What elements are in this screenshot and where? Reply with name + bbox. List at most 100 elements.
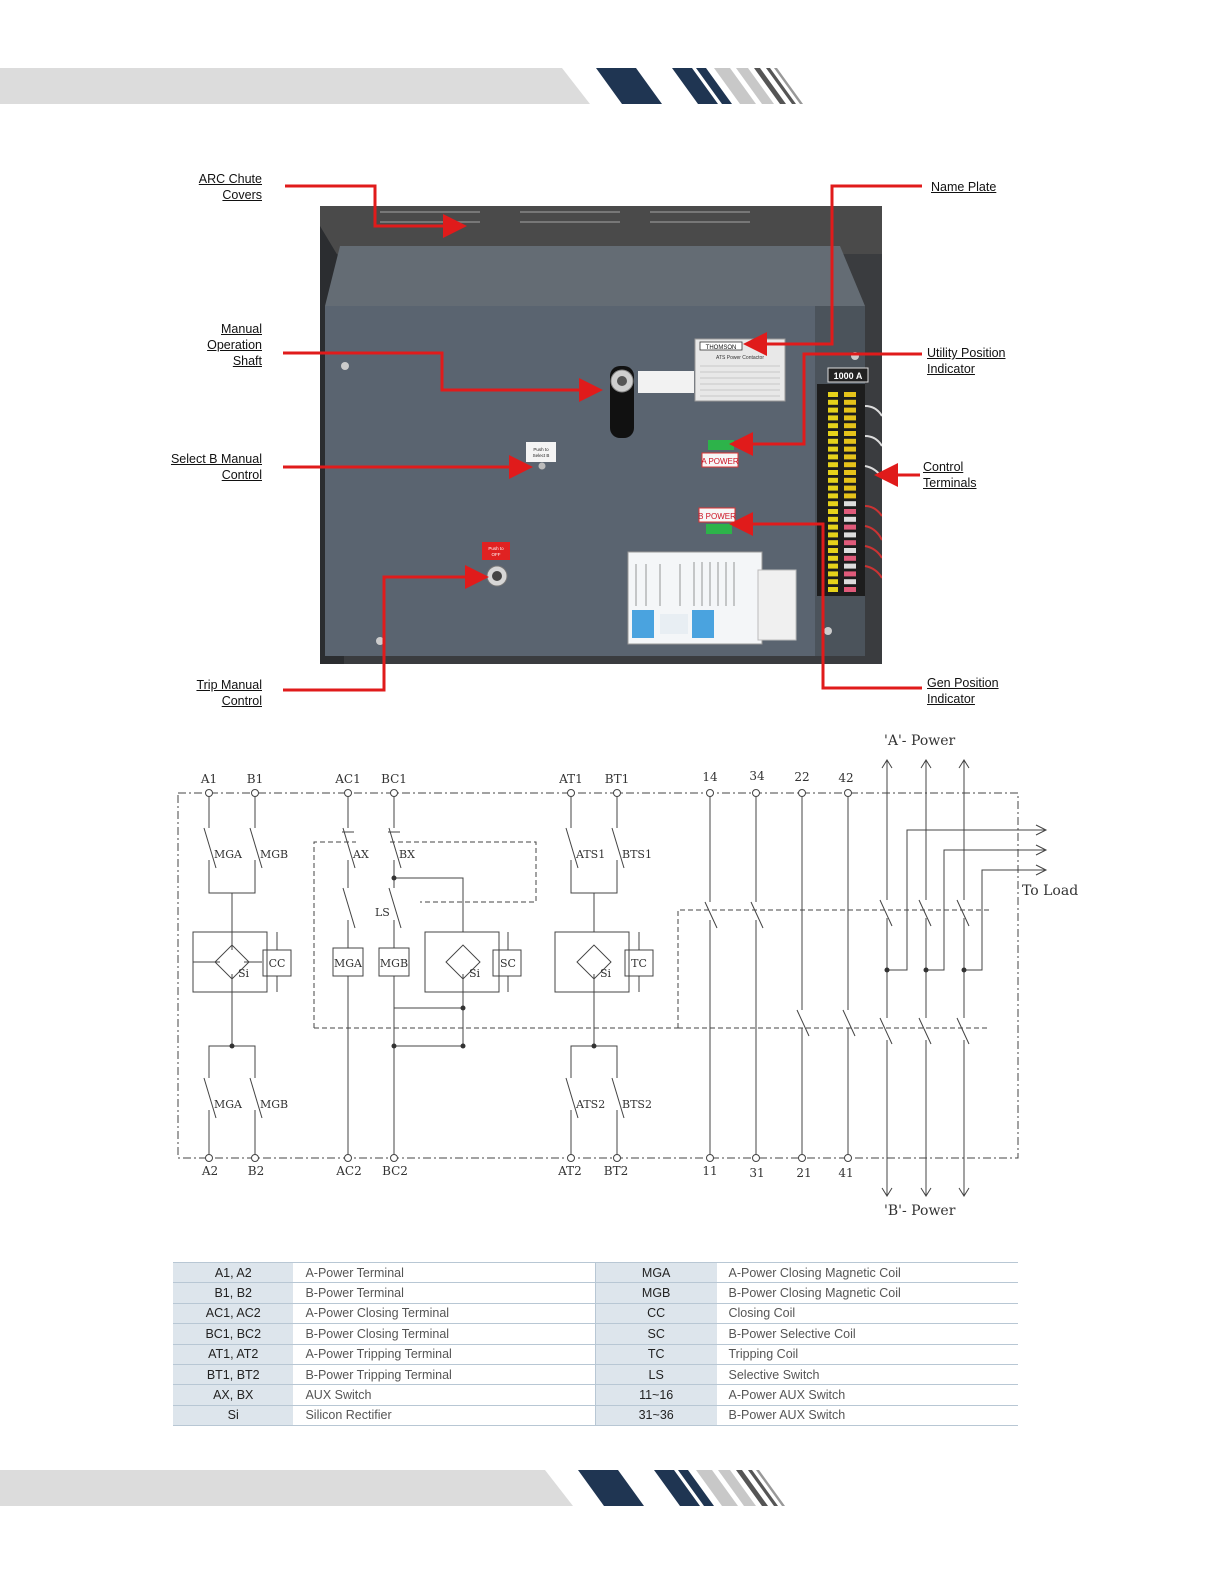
callout-manual-shaft: Manual Operation Shaft — [207, 322, 262, 368]
terminal-block — [828, 587, 838, 592]
callout-control-terminals: Control Terminals — [923, 460, 977, 490]
terminal-label: 22 — [794, 770, 809, 784]
contact-label: AX — [352, 848, 369, 861]
banner-stripe — [596, 68, 662, 104]
terminal-block — [828, 470, 838, 475]
svg-text:OFF: OFF — [492, 552, 501, 557]
terminal-lug — [844, 509, 856, 514]
terminal-label: 31 — [749, 1166, 764, 1180]
component-label: MGB — [380, 957, 408, 970]
contact-label: BTS2 — [622, 1098, 652, 1111]
legend-code: MGA — [594, 1262, 717, 1284]
contact-label: LS — [375, 906, 390, 919]
contact-label: ATS1 — [575, 848, 605, 861]
terminal-label: 34 — [749, 769, 765, 783]
terminal-block — [828, 555, 838, 561]
legend-description: AUX Switch — [293, 1384, 596, 1406]
legend-code: 11~16 — [594, 1384, 717, 1406]
legend-code: B1, B2 — [173, 1282, 294, 1304]
bottom-banner — [0, 1470, 785, 1506]
terminal-lug — [844, 470, 856, 475]
component-label: CC — [269, 957, 286, 970]
legend-code: BC1, BC2 — [173, 1323, 294, 1345]
legend-description: Tripping Coil — [716, 1344, 1018, 1365]
legend-description: A-Power Tripping Terminal — [293, 1344, 596, 1365]
terminal-block — [828, 548, 838, 553]
contact-label: MGA — [214, 1098, 243, 1111]
terminal-lug — [844, 407, 856, 413]
product-label: ATS Power Contactor — [716, 355, 764, 361]
terminal-label: 41 — [838, 1166, 853, 1180]
terminal-lug — [844, 493, 856, 499]
terminal-block — [828, 399, 838, 405]
terminal-label: BT2 — [604, 1164, 628, 1178]
terminal-block — [828, 532, 838, 538]
terminal-block — [828, 438, 838, 444]
terminal-label: AC2 — [335, 1164, 361, 1178]
terminal-label: B2 — [248, 1164, 264, 1178]
legend-code: MGB — [594, 1282, 717, 1304]
contact-label: BX — [399, 848, 415, 861]
outer-frame — [177, 792, 1019, 1159]
legend-code: TC — [594, 1344, 717, 1365]
terminal-block — [828, 579, 838, 585]
terminal-block — [828, 423, 838, 429]
b-power-label: B POWER — [698, 512, 736, 521]
legend-description: A-Power Closing Magnetic Coil — [716, 1262, 1018, 1284]
contact-label: BTS1 — [622, 848, 652, 861]
terminal-label: B1 — [247, 772, 263, 786]
legend-description: A-Power AUX Switch — [716, 1384, 1018, 1406]
component-label: MGA — [334, 957, 363, 970]
terminal-lug — [844, 524, 856, 530]
terminal-lug — [844, 555, 856, 561]
terminal-block — [828, 509, 838, 514]
terminal-label: 11 — [702, 1164, 717, 1178]
terminal-lug — [844, 532, 856, 538]
legend-code: LS — [594, 1364, 717, 1386]
callout-gen-position: Gen Position Indicator — [927, 676, 999, 706]
legend-description: Closing Coil — [716, 1303, 1018, 1325]
a-power-label: 'A'- Power — [884, 733, 956, 749]
terminal-block — [828, 501, 838, 507]
legend-description: Silicon Rectifier — [293, 1405, 596, 1427]
terminal-lug — [844, 563, 856, 569]
terminal-lug — [844, 485, 856, 491]
terminal-block — [828, 571, 838, 577]
terminal-block — [828, 454, 838, 460]
terminal-block — [828, 493, 838, 499]
terminal-label: AC1 — [334, 772, 360, 786]
component-label: Si — [469, 967, 481, 980]
top-banner — [0, 68, 803, 104]
terminal-block — [828, 446, 838, 452]
terminal-lug — [844, 516, 856, 522]
terminal-block — [828, 462, 838, 468]
contact-label: MGB — [260, 1098, 288, 1111]
legend-code: CC — [594, 1303, 717, 1325]
terminal-lug — [844, 579, 856, 585]
ats-photo: THOMSON ATS Power Contactor Push to Sele… — [320, 206, 882, 664]
legend-code: AC1, AC2 — [173, 1303, 294, 1325]
terminal-lug — [844, 540, 856, 546]
terminal-block — [828, 563, 838, 569]
callout-name-plate: Name Plate — [931, 180, 997, 194]
terminal-block — [828, 415, 838, 421]
callout-arc-chute: ARC Chute Covers — [198, 172, 262, 202]
rating-label: 1000 A — [834, 371, 863, 381]
terminal-block — [828, 485, 838, 491]
svg-text:Push to: Push to — [533, 447, 549, 452]
terminal-lug — [844, 415, 856, 421]
contact-label: MGA — [214, 848, 243, 861]
terminal-block — [828, 540, 838, 546]
brand-label: THOMSON — [706, 345, 737, 351]
terminal-block — [828, 407, 838, 413]
terminal-lug — [844, 454, 856, 460]
wiring-schematic: A1 B1 AC1 BC1 AT1 BT1 14 34 22 42 A2 B2 … — [177, 733, 1078, 1219]
